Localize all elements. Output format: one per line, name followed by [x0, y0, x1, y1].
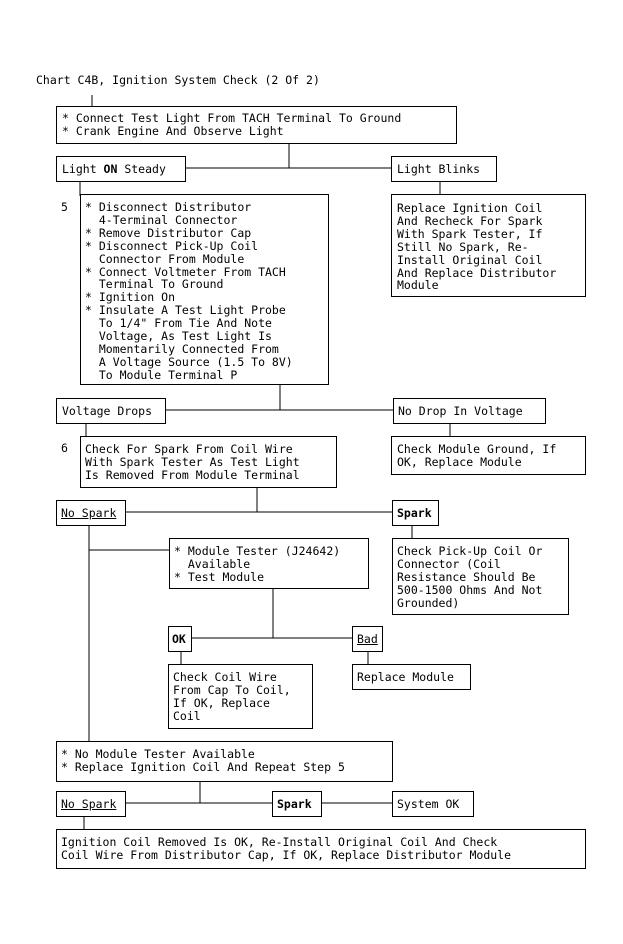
step5-box: * Disconnect Distributor 4-Terminal Conn…: [80, 194, 329, 385]
bad-action-text: Replace Module: [357, 670, 454, 684]
no-spark-box-1: No Spark: [56, 500, 126, 526]
final-text: Ignition Coil Removed Is OK, Re-Install …: [61, 835, 512, 862]
ok-action-text: Check Coil Wire From Cap To Coil, If OK,…: [173, 670, 291, 723]
system-ok-box: System OK: [392, 791, 474, 817]
voltage-drops-label: Voltage Drops: [62, 404, 153, 418]
tester-available-box: * Module Tester (J24642) Available * Tes…: [169, 538, 369, 589]
no-drop-label: No Drop In Voltage: [398, 404, 523, 418]
step1-text: * Connect Test Light From TACH Terminal …: [62, 111, 402, 138]
no-tester-text: * No Module Tester Available * Replace I…: [61, 747, 345, 774]
light-on-steady-box: Light ON Steady: [56, 156, 186, 182]
spark-box-1: Spark: [392, 500, 439, 526]
step6-text: Check For Spark From Coil Wire With Spar…: [85, 442, 300, 482]
step6-number: 6: [61, 441, 68, 455]
no-tester-box: * No Module Tester Available * Replace I…: [56, 741, 393, 782]
no-spark-box-2: No Spark: [56, 791, 126, 817]
light-blinks-label: Light Blinks: [397, 162, 481, 176]
bad-label: Bad: [357, 632, 378, 646]
no-spark-label-2: No Spark: [61, 797, 117, 811]
light-on-steady-label: Light ON Steady: [62, 162, 166, 176]
ok-label: OK: [172, 632, 186, 646]
final-box: Ignition Coil Removed Is OK, Re-Install …: [56, 829, 586, 869]
step1-box: * Connect Test Light From TACH Terminal …: [56, 106, 457, 144]
system-ok-label: System OK: [397, 797, 460, 811]
step5-number: 5: [61, 200, 68, 214]
no-drop-box: No Drop In Voltage: [393, 398, 546, 424]
ok-action-box: Check Coil Wire From Cap To Coil, If OK,…: [168, 664, 313, 729]
bad-action-box: Replace Module: [352, 664, 471, 690]
step5-text: * Disconnect Distributor 4-Terminal Conn…: [85, 200, 293, 382]
no-drop-action-box: Check Module Ground, If OK, Replace Modu…: [391, 436, 586, 475]
voltage-drops-box: Voltage Drops: [56, 398, 166, 424]
bad-box: Bad: [352, 626, 383, 652]
light-blinks-box: Light Blinks: [391, 156, 497, 182]
no-drop-action-text: Check Module Ground, If OK, Replace Modu…: [397, 442, 557, 469]
blinks-action-text: Replace Ignition Coil And Recheck For Sp…: [397, 201, 557, 293]
spark-action-box: Check Pick-Up Coil Or Connector (Coil Re…: [392, 538, 569, 615]
ok-box: OK: [168, 626, 192, 652]
no-spark-label-1: No Spark: [61, 506, 117, 520]
tester-available-text: * Module Tester (J24642) Available * Tes…: [174, 544, 341, 584]
spark-label-2: Spark: [277, 797, 312, 811]
blinks-action-box: Replace Ignition Coil And Recheck For Sp…: [391, 194, 586, 297]
spark-box-2: Spark: [272, 791, 322, 817]
spark-action-text: Check Pick-Up Coil Or Connector (Coil Re…: [397, 544, 543, 610]
step6-box: Check For Spark From Coil Wire With Spar…: [80, 436, 337, 488]
chart-title: Chart C4B, Ignition System Check (2 Of 2…: [36, 73, 320, 87]
spark-label-1: Spark: [397, 506, 432, 520]
